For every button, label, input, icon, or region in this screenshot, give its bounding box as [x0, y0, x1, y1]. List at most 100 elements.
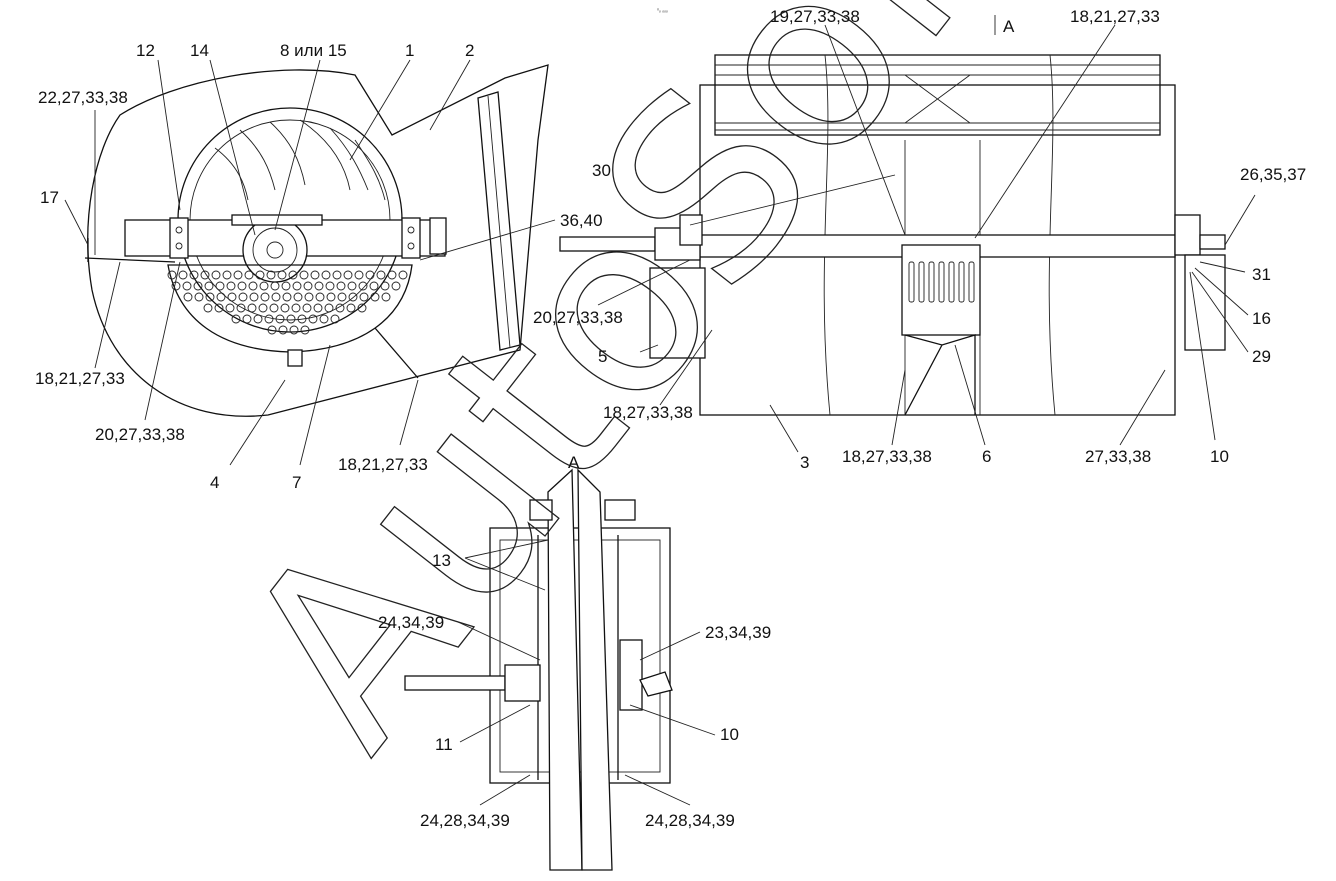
- label-5: 5: [598, 347, 607, 366]
- label-18-front-top: 18,21,27,33: [1070, 7, 1160, 26]
- lug: [604, 499, 636, 521]
- screen-hole: [269, 303, 279, 313]
- screen-hole: [300, 325, 310, 335]
- screen-hole: [387, 270, 397, 280]
- screen-hole: [275, 314, 285, 324]
- screen-hole: [286, 314, 296, 324]
- leader-lines: [64, 15, 1256, 806]
- outlet-6: [904, 334, 976, 416]
- screen-hole: [291, 303, 301, 313]
- screen-hole: [315, 292, 325, 302]
- grille: [901, 244, 981, 336]
- view-a-label: A: [568, 453, 580, 472]
- screen-hole: [178, 270, 188, 280]
- belt-strip-right: [577, 468, 613, 871]
- label-31: 31: [1252, 265, 1271, 284]
- screen-hole: [365, 270, 375, 280]
- grille-slot: [928, 261, 935, 303]
- screen-hole: [200, 270, 210, 280]
- screen-hole: [216, 292, 226, 302]
- screen-hole: [319, 314, 329, 324]
- screen-hole: [326, 292, 336, 302]
- screen-hole: [233, 270, 243, 280]
- screen-hole: [247, 303, 257, 313]
- label-24-top-a: 24,34,39: [378, 613, 444, 632]
- screen-hole: [205, 292, 215, 302]
- screen-hole: [211, 270, 221, 280]
- rod-left: [84, 257, 176, 263]
- screen-hole: [214, 303, 224, 313]
- screen-hole: [193, 281, 203, 291]
- screen-hole: [324, 303, 334, 313]
- label-8-or-15: 8 или 15: [280, 41, 347, 60]
- screen-hole: [359, 292, 369, 302]
- side-box-5: [649, 267, 706, 359]
- grille-slots: [908, 261, 975, 303]
- grille-slot: [968, 261, 975, 303]
- label-13: 13: [432, 551, 451, 570]
- screen-hole: [222, 270, 232, 280]
- label-27-front: 27,33,38: [1085, 447, 1151, 466]
- brace: [904, 74, 971, 124]
- label-4: 4: [210, 473, 219, 492]
- screen-hole: [282, 292, 292, 302]
- screen-hole: [248, 281, 258, 291]
- screen-hole: [310, 270, 320, 280]
- screen-hole: [292, 281, 302, 291]
- screen-hole: [335, 303, 345, 313]
- screen-hole: [271, 292, 281, 302]
- label-26: 26,35,37: [1240, 165, 1306, 184]
- top-frame: [714, 54, 1161, 136]
- screen-hole: [289, 325, 299, 335]
- top-view-a: [404, 468, 673, 871]
- grille-slot: [938, 261, 945, 303]
- label-23: 23,34,39: [705, 623, 771, 642]
- label-18-side-b: 18,21,27,33: [338, 455, 428, 474]
- clamp: [429, 217, 447, 255]
- front-view: [559, 54, 1226, 416]
- screen-hole: [297, 314, 307, 324]
- bolt: [175, 242, 183, 250]
- bolt: [407, 226, 415, 234]
- screen-hole: [354, 270, 364, 280]
- label-14: 14: [190, 41, 209, 60]
- screen-hole: [302, 303, 312, 313]
- bearing-right: [1174, 214, 1201, 256]
- belt: [1048, 54, 1056, 416]
- screen-hole: [325, 281, 335, 291]
- label-18-side-a: 18,21,27,33: [35, 369, 125, 388]
- grille-slot: [908, 261, 915, 303]
- screen-hole: [244, 270, 254, 280]
- label-10-top: 10: [720, 725, 739, 744]
- bearing-left: [679, 214, 703, 246]
- label-6: 6: [982, 447, 991, 466]
- screen-hole: [253, 314, 263, 324]
- screen-hole: [267, 325, 277, 335]
- side-box-right: [1184, 254, 1226, 351]
- screen-hole: [321, 270, 331, 280]
- screen-hole: [237, 281, 247, 291]
- callout-labels: ⁰ₒ ₒₒₒ 12 14 8 или 15 1 2 22,27,33,38 17…: [35, 7, 1306, 830]
- screen-hole: [347, 281, 357, 291]
- label-7: 7: [292, 473, 301, 492]
- screen-hole: [264, 314, 274, 324]
- shaft-stub: [1199, 234, 1226, 250]
- bracket-left: [169, 217, 189, 259]
- screen-hole: [231, 314, 241, 324]
- screen-hole: [293, 292, 303, 302]
- label-24-top-c: 24,28,34,39: [645, 811, 735, 830]
- screen-hole: [270, 281, 280, 291]
- hub-plate: [231, 214, 323, 226]
- screen-hole: [266, 270, 276, 280]
- screen-holes: [167, 270, 408, 335]
- screen-hole: [348, 292, 358, 302]
- label-18-front-a: 18,27,33,38: [603, 403, 693, 422]
- bracket-10: [619, 639, 643, 711]
- fan-blades: [214, 119, 386, 201]
- screen-hole: [194, 292, 204, 302]
- screen-hole: [358, 281, 368, 291]
- belt: [823, 54, 831, 416]
- screen-hole: [238, 292, 248, 302]
- screen-hole: [226, 281, 236, 291]
